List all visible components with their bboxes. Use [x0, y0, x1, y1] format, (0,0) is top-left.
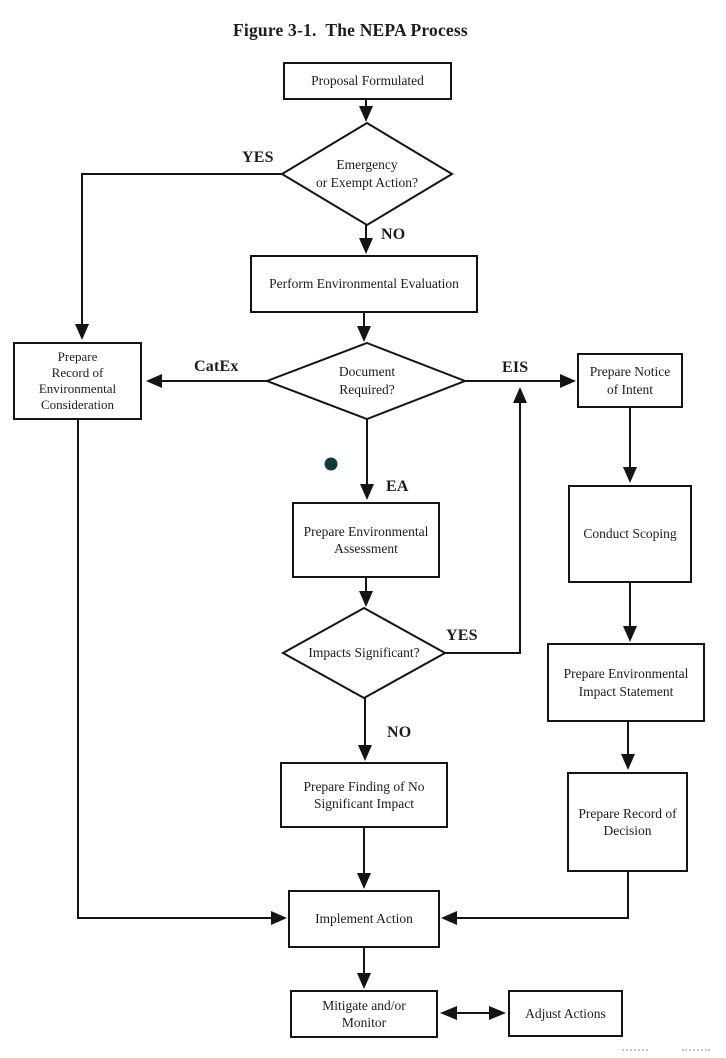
- scan-artifact: [682, 1049, 710, 1051]
- edge-emergency-yes-to-prep-rec: [75, 173, 283, 340]
- node-mitigate-monitor: Mitigate and/or Monitor: [290, 990, 438, 1038]
- edge-rod-to-implement: [441, 872, 629, 925]
- decision-doc-required-label: Document Required?: [338, 364, 396, 397]
- edge-label-impacts-yes: YES: [446, 627, 478, 644]
- node-prepare-record-of-decision: Prepare Record of Decision: [567, 772, 688, 872]
- edge-label-impacts-no: NO: [387, 724, 412, 741]
- decision-emergency-label: Emergency or Exempt Action?: [316, 157, 418, 190]
- node-prepare-fonsi: Prepare Finding of No Significant Impact: [280, 762, 448, 828]
- node-prepare-environmental-impact-statement: Prepare Environmental Impact Statement: [547, 643, 705, 722]
- edge-label-ea: EA: [386, 478, 409, 495]
- node-prepare-environmental-assessment: Prepare Environmental Assessment: [292, 502, 440, 578]
- decision-impacts-label: Impacts Significant?: [308, 645, 420, 661]
- node-adjust-actions: Adjust Actions: [508, 990, 623, 1037]
- node-implement-action: Implement Action: [288, 890, 440, 948]
- node-prepare-notice-of-intent: Prepare Notice of Intent: [577, 353, 683, 408]
- arrowhead-left-icon: [440, 1006, 457, 1020]
- node-perform-environmental-evaluation: Perform Environmental Evaluation: [250, 255, 478, 313]
- node-prepare-record-environmental-consideration: Prepare Record of Environmental Consider…: [13, 342, 142, 420]
- edge-label-eis: EIS: [502, 359, 529, 376]
- edge-prep-rec-to-implement: [77, 420, 287, 925]
- edge-label-emergency-yes: YES: [242, 149, 274, 166]
- edge-label-emergency-no: NO: [381, 226, 406, 243]
- edge-impacts-yes-to-eis-line: [445, 387, 527, 654]
- scan-artifact: [622, 1049, 648, 1051]
- decision-doc-required-diamond: [264, 341, 468, 421]
- arrowhead-right-icon: [489, 1006, 506, 1020]
- node-conduct-scoping: Conduct Scoping: [568, 485, 692, 583]
- figure-title: Figure 3-1. The NEPA Process: [233, 20, 468, 40]
- decision-emergency-diamond: [280, 121, 454, 227]
- edge-label-catex: CatEx: [194, 358, 239, 375]
- decision-impacts-diamond: [280, 606, 448, 700]
- node-proposal-formulated: Proposal Formulated: [283, 62, 452, 100]
- stray-ink-dot: [324, 457, 338, 471]
